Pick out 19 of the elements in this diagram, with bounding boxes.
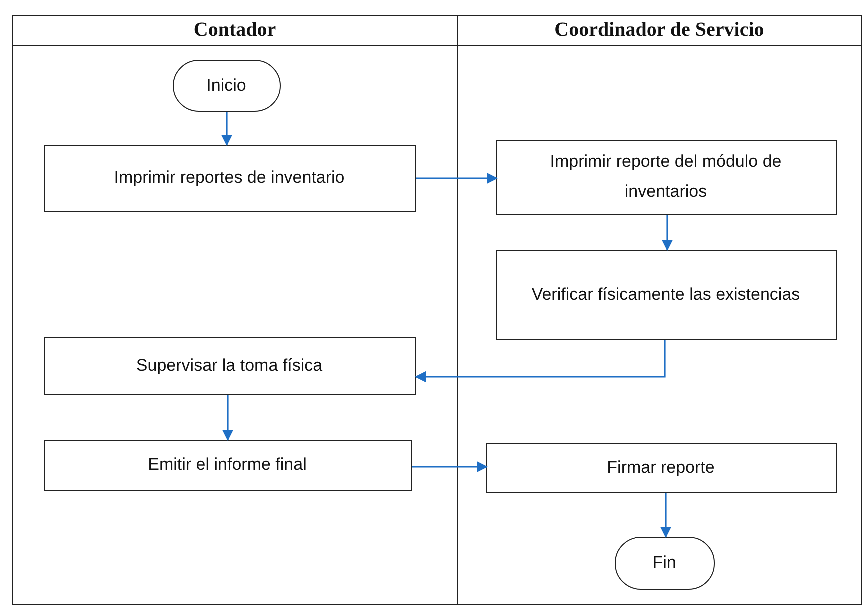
terminal-shape: Inicio [172, 60, 280, 112]
process-box: Verificar físicamente las existencias [496, 250, 836, 340]
process-box: Emitir el informe final [44, 440, 412, 490]
swimlane [458, 15, 862, 605]
process-box: Imprimir reportes de inventario [44, 144, 416, 212]
arrow [416, 172, 498, 184]
arrow [660, 493, 672, 538]
swimlane [12, 15, 458, 605]
arrow [662, 215, 674, 252]
lane-header: Contador [13, 16, 457, 46]
arrow [222, 395, 234, 442]
lane-header: Coordinador de Servicio [458, 16, 861, 46]
process-box: Firmar reporte [486, 442, 836, 492]
arrow [414, 340, 666, 383]
process-box: Supervisar la toma física [44, 336, 416, 394]
process-box: Imprimir reporte del módulo de inventarios [496, 140, 836, 214]
terminal-shape: Fin [614, 536, 714, 590]
arrow [221, 112, 233, 146]
arrow [412, 461, 488, 473]
